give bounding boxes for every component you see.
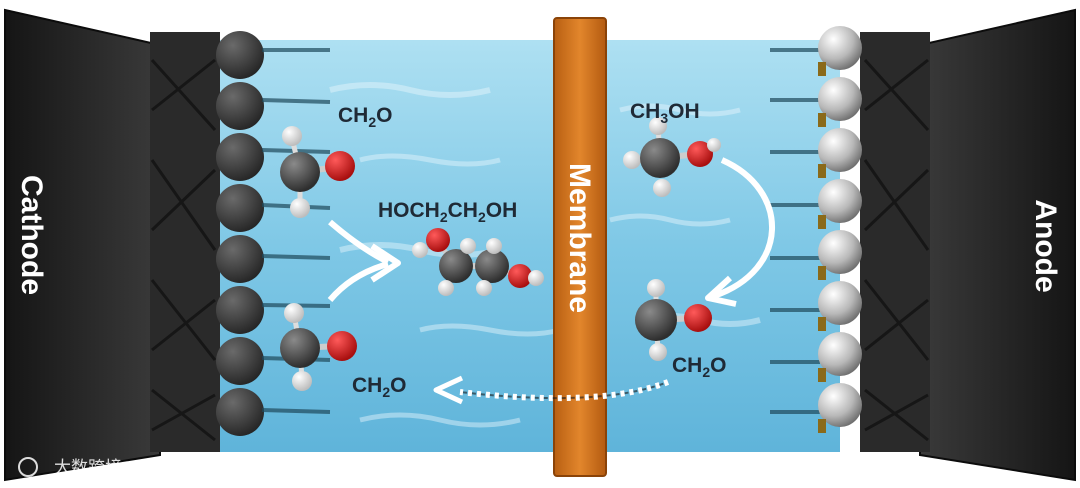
anode-site — [818, 230, 862, 274]
watermark: 大数跨境 — [18, 457, 122, 478]
label-methanol: CH3OH — [630, 100, 700, 126]
anode-site — [818, 179, 862, 223]
anode-catalyst-layer — [860, 32, 930, 452]
anode-site — [818, 77, 862, 121]
cathode-fibers — [150, 58, 217, 442]
cathode-site — [216, 286, 264, 334]
ethylene-glycol-molecule — [412, 228, 544, 296]
membrane — [553, 17, 607, 477]
watermark-logo-icon — [18, 457, 38, 477]
cathode-site — [216, 31, 264, 79]
cathode-site — [216, 82, 264, 130]
coupling-arrow-bottom — [327, 261, 389, 302]
label-ethylene-glycol: HOCH2CH2OH — [378, 199, 517, 225]
crossover-arrow-outline — [459, 381, 669, 400]
cathode-site — [216, 133, 264, 181]
oxidation-arrow-head — [705, 275, 737, 307]
cathode-plate — [4, 8, 161, 482]
formaldehyde-anode-molecule — [635, 279, 712, 361]
anode-site — [818, 128, 862, 172]
crossover-arrow-head — [433, 375, 464, 405]
cathode-site — [216, 235, 264, 283]
cathode-label: Cathode — [15, 175, 48, 295]
membrane-label: Membrane — [563, 163, 596, 313]
anode-site — [818, 26, 862, 70]
label-ch2o-cathode-bottom: CH2O — [352, 374, 406, 400]
anode-label: Anode — [1029, 199, 1062, 292]
coupling-arrow-top — [328, 219, 390, 265]
adsorbed-formaldehyde-bottom — [280, 303, 357, 391]
anode-site — [818, 383, 862, 427]
cathode-active-sites — [216, 31, 331, 436]
label-ch2o-cathode-top: CH2O — [338, 104, 392, 130]
cathode-site — [216, 337, 264, 385]
cathode-site — [216, 184, 264, 232]
methanol-molecule — [623, 117, 721, 197]
anode-fibers — [863, 58, 930, 442]
anode-active-sites — [770, 26, 862, 433]
anode-plate — [919, 8, 1076, 482]
anode-site — [818, 281, 862, 325]
label-ch2o-anode: CH2O — [672, 354, 726, 380]
crossover-dotted-arrow — [459, 379, 670, 402]
coupling-arrow-head — [370, 243, 401, 283]
watermark-text: 大数跨境 — [54, 458, 122, 478]
oxidation-arrow — [713, 157, 775, 299]
anode-site — [818, 332, 862, 376]
cathode-site — [216, 388, 264, 436]
adsorbed-formaldehyde-top — [280, 126, 355, 218]
